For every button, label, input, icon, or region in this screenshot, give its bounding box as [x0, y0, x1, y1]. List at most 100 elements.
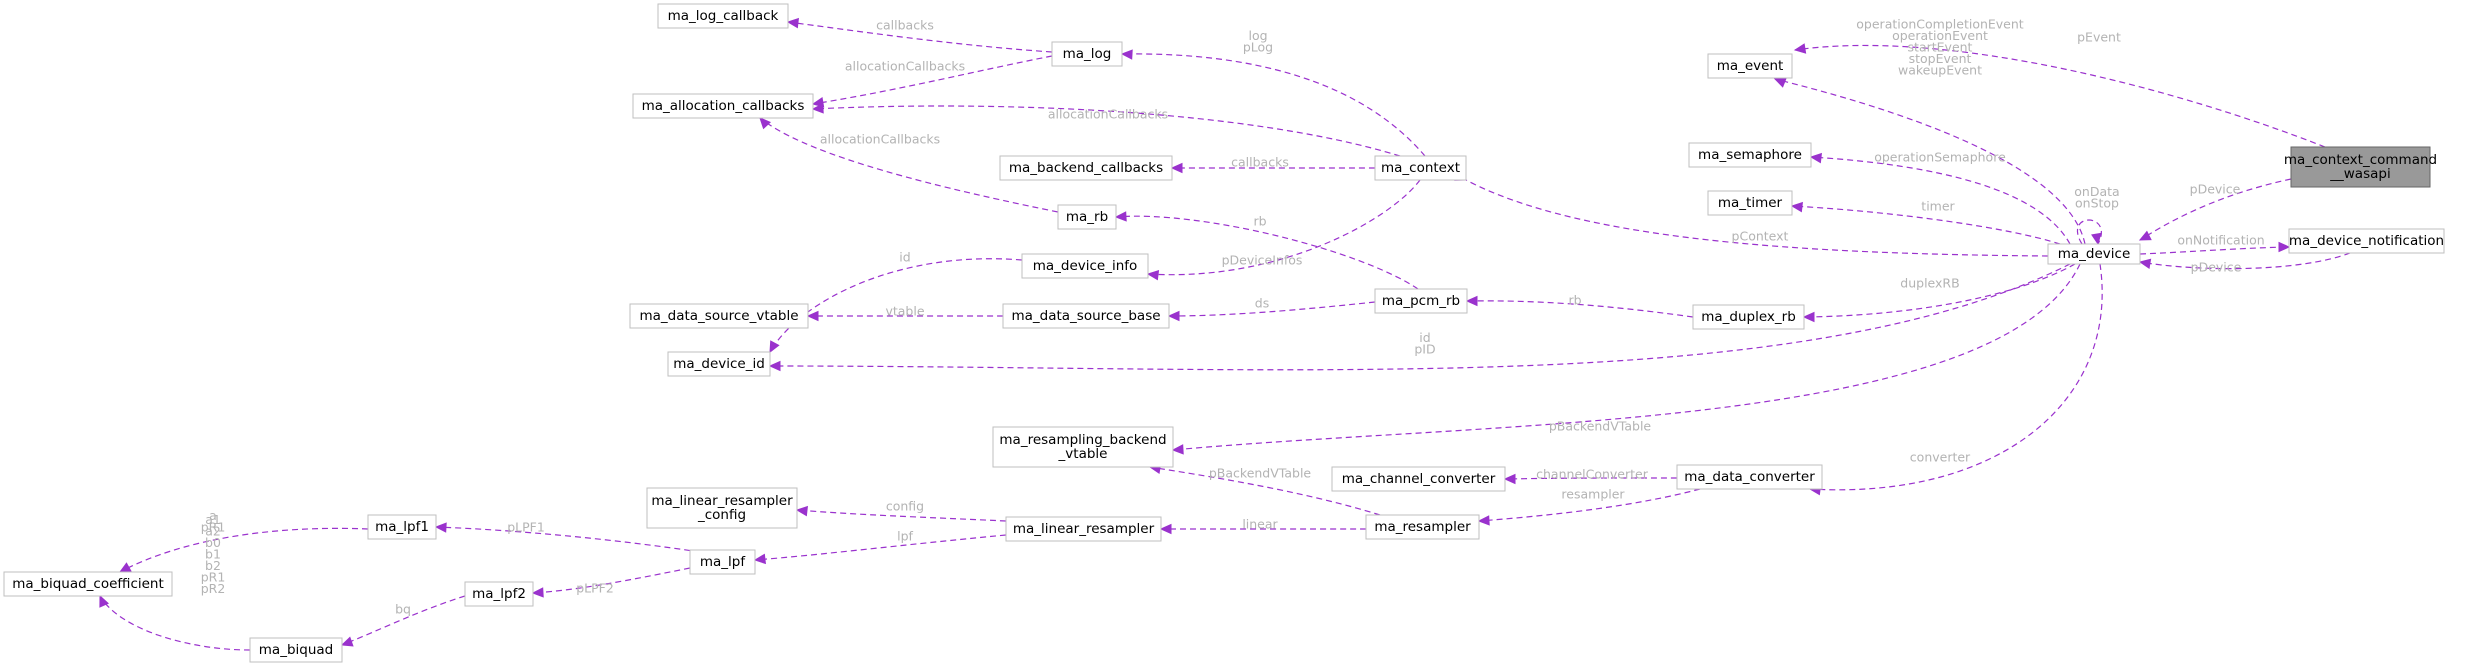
node-label-ma-channel-converter-0: ma_channel_converter	[1342, 471, 1496, 487]
edge-onnotification	[2139, 241, 2291, 255]
node-box-ma-data-converter	[1676, 464, 1823, 490]
edge-label-pdevice-cmd-0: pDevice	[2190, 182, 2241, 197]
node-box-ma-event	[1707, 53, 1793, 79]
node-ma-context[interactable]: ma_context	[1374, 155, 1467, 181]
edge-line-channelconverter	[1504, 477, 1678, 480]
edge-label-ondata-1: onStop	[2075, 195, 2119, 210]
edge-label-pcontext-0: pContext	[1732, 229, 1789, 244]
edge-label-events-0: operationCompletionEvent	[1856, 17, 2024, 32]
node-ma-device-id[interactable]: ma_device_id	[667, 351, 771, 377]
edge-line-pdevice-notif	[2139, 252, 2351, 270]
edge-label-timer-0: timer	[1921, 199, 1955, 214]
edge-label-vtable-0: vtable	[885, 304, 924, 319]
edge-line-converter	[1809, 263, 2103, 491]
node-ma-lpf1[interactable]: ma_lpf1	[367, 514, 437, 540]
edge-line-lpf	[754, 534, 1007, 561]
edge-biquad-coeffs	[99, 594, 251, 651]
arrowhead-id-info	[769, 340, 780, 354]
node-label-ma-device-notification-0: ma_device_notification	[2289, 233, 2444, 249]
arrowhead-events	[1773, 77, 1787, 88]
arrowhead-biquad-coeffs	[99, 594, 110, 608]
node-ma-lpf[interactable]: ma_lpf	[689, 549, 756, 575]
edge-line-lpf1-coeffs	[119, 527, 369, 573]
node-ma-device[interactable]: ma_device	[2047, 243, 2141, 265]
node-ma-log-callback[interactable]: ma_log_callback	[657, 3, 789, 29]
arrowhead-ondata	[2091, 232, 2102, 246]
node-label-ma-log-callback-0: ma_log_callback	[668, 8, 779, 24]
node-ma-log[interactable]: ma_log	[1051, 41, 1123, 67]
node-label-ma-context-command-wasapi-0: ma_context_command	[2284, 152, 2437, 168]
node-ma-channel-converter[interactable]: ma_channel_converter	[1331, 466, 1506, 492]
node-box-ma-biquad-coefficient	[3, 571, 173, 597]
node-ma-rb[interactable]: ma_rb	[1057, 204, 1117, 230]
node-ma-device-info[interactable]: ma_device_info	[1021, 253, 1149, 279]
node-label-ma-context-0: ma_context	[1381, 160, 1460, 176]
edge-label-ondata-0: onData	[2074, 184, 2119, 199]
node-ma-duplex-rb[interactable]: ma_duplex_rb	[1692, 304, 1805, 330]
node-ma-event[interactable]: ma_event	[1707, 53, 1793, 79]
edge-log	[1120, 49, 1426, 157]
node-ma-data-source-vtable[interactable]: ma_data_source_vtable	[629, 303, 809, 329]
node-box-ma-device	[2047, 243, 2141, 265]
node-ma-allocation-callbacks[interactable]: ma_allocation_callbacks	[632, 93, 814, 119]
edge-channelconverter	[1503, 473, 1678, 485]
node-label-ma-allocation-callbacks-0: ma_allocation_callbacks	[642, 98, 805, 114]
node-box-ma-device-id	[667, 351, 771, 377]
node-label-ma-lpf1-0: ma_lpf1	[375, 519, 429, 535]
node-box-ma-semaphore	[1688, 142, 1812, 168]
node-box-ma-pcm-rb	[1374, 288, 1468, 314]
edge-config	[795, 505, 1007, 522]
edge-line-onnotification	[2139, 246, 2290, 255]
edge-line-pcontext	[1465, 179, 2049, 257]
edge-lpf	[753, 534, 1007, 565]
node-ma-resampler[interactable]: ma_resampler	[1365, 514, 1480, 540]
edge-rb	[1114, 211, 1419, 290]
edge-label-ds-0: ds	[1255, 296, 1269, 311]
node-label-ma-pcm-rb-0: ma_pcm_rb	[1382, 293, 1460, 309]
arrowhead-pbackendvtable-device	[1171, 444, 1184, 455]
node-ma-biquad-coefficient[interactable]: ma_biquad_coefficient	[3, 571, 173, 597]
node-ma-linear-resampler-config[interactable]: ma_linear_resampler_config	[646, 487, 798, 529]
edge-linear	[1159, 523, 1366, 535]
node-label-ma-duplex-rb-0: ma_duplex_rb	[1701, 309, 1796, 325]
node-ma-pcm-rb[interactable]: ma_pcm_rb	[1374, 288, 1468, 314]
node-label-ma-device-0: ma_device	[2058, 246, 2131, 262]
node-box-ma-lpf	[689, 549, 756, 575]
edge-label-biquad-coeffs-1: a2	[205, 524, 221, 539]
node-ma-data-source-base[interactable]: ma_data_source_base	[1002, 303, 1170, 329]
node-ma-semaphore[interactable]: ma_semaphore	[1688, 142, 1812, 168]
edges-layer	[99, 17, 2351, 651]
node-label-ma-timer-0: ma_timer	[1718, 195, 1783, 211]
edge-label-config-0: config	[886, 499, 924, 514]
node-ma-linear-resampler[interactable]: ma_linear_resampler	[1005, 516, 1162, 542]
edge-label-channelconverter-0: channelConverter	[1536, 467, 1649, 482]
edge-label-id-pid-1: pID	[1414, 341, 1435, 356]
arrowhead-linear	[1159, 523, 1172, 535]
arrowhead-ds	[1167, 310, 1180, 322]
node-box-ma-device-info	[1021, 253, 1149, 279]
arrowhead-onnotification	[2278, 241, 2291, 253]
edge-ondata	[2076, 219, 2102, 246]
edge-pdevice-cmd	[2138, 178, 2292, 241]
arrowhead-pdevice-cmd	[2138, 230, 2152, 241]
edge-label-biquad-coeffs-2: b0	[205, 535, 221, 550]
node-ma-context-command-wasapi[interactable]: ma_context_command__wasapi	[2284, 146, 2437, 188]
node-box-ma-duplex-rb	[1692, 304, 1805, 330]
node-ma-resampling-backend-vtable[interactable]: ma_resampling_backend_vtable	[992, 426, 1174, 468]
node-ma-backend-callbacks[interactable]: ma_backend_callbacks	[999, 155, 1173, 181]
node-label-ma-resampler-0: ma_resampler	[1374, 519, 1471, 535]
edge-vtable	[806, 310, 1004, 322]
node-ma-device-notification[interactable]: ma_device_notification	[2288, 228, 2445, 254]
edge-label-events-4: wakeupEvent	[1898, 63, 1982, 78]
node-ma-data-converter[interactable]: ma_data_converter	[1676, 464, 1823, 490]
node-ma-timer[interactable]: ma_timer	[1707, 190, 1793, 216]
edge-line-plpf2	[532, 567, 691, 594]
edge-line-operationsemaphore	[1810, 156, 2071, 245]
node-label-ma-log-0: ma_log	[1063, 46, 1112, 62]
node-ma-biquad[interactable]: ma_biquad	[249, 637, 343, 663]
node-ma-lpf2[interactable]: ma_lpf2	[464, 581, 534, 607]
arrowhead-lpf1-coeffs	[118, 562, 132, 573]
arrowhead-vtable	[806, 310, 819, 322]
node-box-ma-channel-converter	[1331, 466, 1506, 492]
